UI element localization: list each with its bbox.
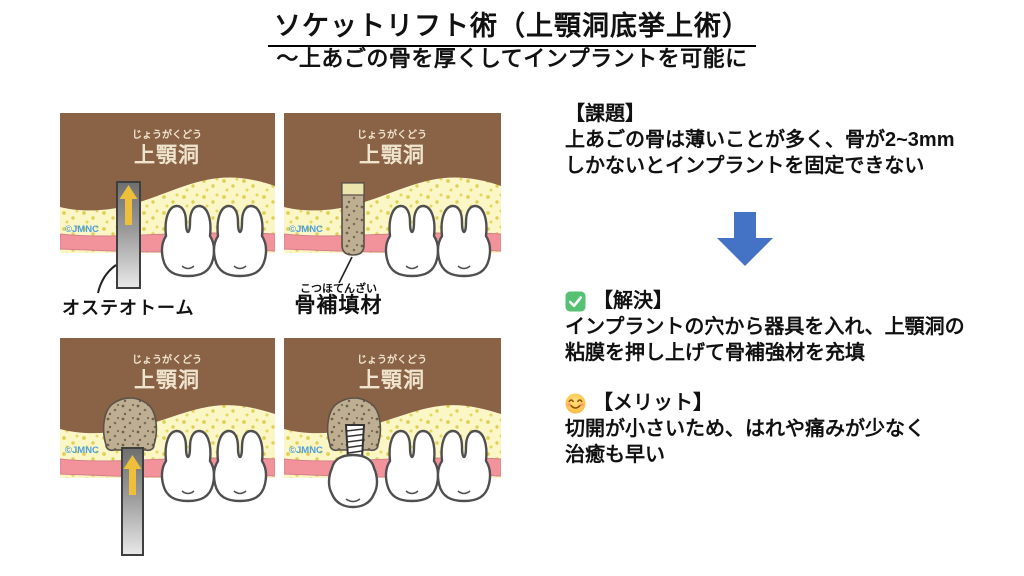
caption-bone-graft-furigana: こつほてんざい bbox=[300, 283, 377, 295]
problem-line-2: しかないとインプラントを固定できない bbox=[565, 155, 925, 177]
watermark: ©JMNC bbox=[289, 224, 323, 235]
sinus-label: 上顎洞 bbox=[359, 144, 425, 167]
pointer-line bbox=[338, 256, 353, 284]
check-mark-icon bbox=[565, 291, 586, 311]
panel-implant-placement: じょうがくどう 上顎洞 ©JMNC bbox=[284, 338, 501, 513]
caption-bone-graft: こつほてんざい 骨補填材 bbox=[291, 283, 386, 317]
osteotome-rod bbox=[116, 181, 141, 289]
sinus-region bbox=[60, 113, 275, 211]
graft-column-cap bbox=[341, 182, 365, 196]
merit-line-1: 切開が小さいため、はれや痛みが少なく bbox=[565, 418, 925, 440]
solution-heading: 【解決】 bbox=[593, 290, 673, 312]
caption-osteotome: オステオトーム bbox=[62, 298, 195, 318]
sinus-label: 上顎洞 bbox=[134, 369, 200, 392]
page-subtitle: ～上あごの骨を厚くしてインプラントを可能に bbox=[276, 46, 748, 71]
implant-crown bbox=[327, 453, 379, 509]
problem-block: 【課題】 上あごの骨は薄いことが多く、骨が2~3mm しかないとインプラントを固… bbox=[565, 101, 955, 179]
implant-crown-groove bbox=[345, 498, 361, 503]
bone-graft-column bbox=[341, 182, 365, 256]
graft-dome bbox=[102, 397, 158, 452]
merit-block: 【メリット】 切開が小さいため、はれや痛みが少なく 治癒も早い bbox=[565, 390, 925, 468]
sinus-region bbox=[284, 113, 501, 211]
caption-bone-graft-label: 骨補填材 bbox=[294, 294, 383, 317]
watermark: ©JMNC bbox=[289, 445, 323, 456]
solution-block: 【解決】 インプラントの穴から器具を入れ、上顎洞の 粘膜を押し上げて骨補強材を充… bbox=[565, 288, 965, 366]
sinus-furigana: じょうがくどう bbox=[132, 128, 202, 141]
watermark: ©JMNC bbox=[65, 445, 99, 456]
solution-line-1: インプラントの穴から器具を入れ、上顎洞の bbox=[565, 316, 965, 338]
sinus-furigana: じょうがくどう bbox=[132, 353, 202, 366]
watermark: ©JMNC bbox=[65, 224, 99, 235]
panel-osteotome-insertion: じょうがくどう 上顎洞 ©JMNC bbox=[60, 113, 275, 313]
pointer-line bbox=[97, 264, 117, 294]
down-arrow-icon bbox=[717, 212, 773, 266]
osteotome-rod bbox=[121, 447, 144, 556]
page-title: ソケットリフト術（上顎洞底挙上術） bbox=[268, 10, 756, 48]
header: ソケットリフト術（上顎洞底挙上術） bbox=[0, 10, 1024, 48]
implant-screw-threads bbox=[346, 428, 364, 454]
panel-bone-graft-filling: じょうがくどう 上顎洞 ©JMNC bbox=[284, 113, 501, 313]
up-arrow-icon bbox=[119, 185, 138, 225]
up-arrow-icon bbox=[123, 455, 142, 495]
sinus-label: 上顎洞 bbox=[134, 144, 200, 167]
sinus-label: 上顎洞 bbox=[359, 369, 425, 392]
solution-line-2: 粘膜を押し上げて骨補強材を充填 bbox=[565, 342, 865, 364]
merit-heading: 【メリット】 bbox=[593, 392, 713, 414]
sinus-furigana: じょうがくどう bbox=[357, 353, 427, 366]
problem-heading: 【課題】 bbox=[565, 103, 645, 125]
problem-line-1: 上あごの骨は薄いことが多く、骨が2~3mm bbox=[565, 129, 955, 151]
sinus-furigana: じょうがくどう bbox=[357, 128, 427, 141]
merit-line-2: 治癒も早い bbox=[565, 444, 665, 466]
smiley-face-icon bbox=[565, 393, 586, 413]
panel-sinus-membrane-lift: じょうがくどう 上顎洞 ©JMNC bbox=[60, 338, 275, 558]
